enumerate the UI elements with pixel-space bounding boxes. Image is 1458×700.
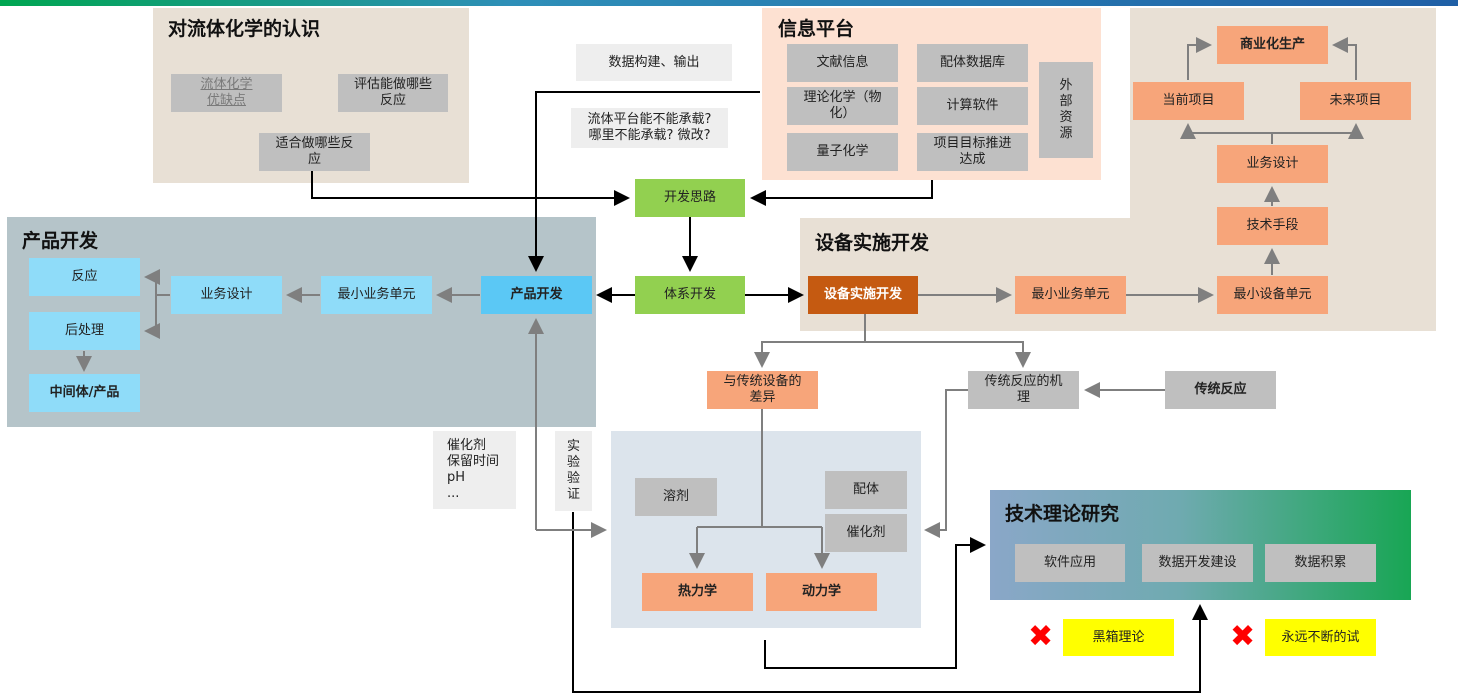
product-business-design-box: 业务设计 [171, 276, 282, 314]
product-min-business-unit-box: 最小业务单元 [321, 276, 432, 314]
software-app-box: 软件应用 [1015, 544, 1125, 582]
equipment-dev-title: 设备实施开发 [815, 232, 930, 254]
suitable-box: 适合做哪些反 应 [259, 133, 370, 171]
intermediate-product-box: 中间体/产品 [29, 374, 140, 412]
red-cross-icon: ✖ [1230, 619, 1256, 654]
min-equipment-unit-box: 最小设备单元 [1217, 276, 1328, 314]
calc-software-box: 计算软件 [917, 87, 1028, 125]
traditional-mechanism-box: 传统反应的机 理 [968, 371, 1079, 409]
black-box-theory-box: 黑箱理论 [1063, 619, 1174, 656]
post-process-box: 后处理 [29, 312, 140, 350]
top-stripe [0, 0, 1458, 6]
red-cross-icon: ✖ [1028, 619, 1054, 654]
tech-means-box: 技术手段 [1217, 207, 1328, 245]
reaction-box: 反应 [29, 258, 140, 296]
diff-traditional-box: 与传统设备的 差异 [707, 371, 818, 409]
equipment-min-business-unit-box: 最小业务单元 [1015, 276, 1126, 314]
project-goal-box: 项目目标推进 达成 [917, 133, 1028, 171]
kinetics-box: 动力学 [766, 573, 877, 611]
current-project-box: 当前项目 [1133, 82, 1244, 120]
catalyst-box: 催化剂 [825, 514, 907, 552]
thermodynamics-box: 热力学 [642, 573, 753, 611]
commercial-production-box: 商业化生产 [1217, 26, 1328, 64]
data-dev-box: 数据开发建设 [1142, 544, 1253, 582]
dev-idea-box: 开发思路 [635, 179, 745, 217]
literature-box: 文献信息 [787, 44, 898, 82]
tech-research-title: 技术理论研究 [1005, 503, 1120, 525]
data-accum-box: 数据积累 [1265, 544, 1376, 582]
system-dev-box: 体系开发 [635, 276, 745, 314]
ligand-box: 配体 [825, 471, 907, 509]
future-project-box: 未来项目 [1300, 82, 1411, 120]
external-resource-box: 外 部 资 源 [1039, 62, 1093, 158]
data-build-note: 数据构建、输出 [576, 44, 732, 81]
solvent-box: 溶剂 [635, 478, 717, 516]
equipment-dev-node: 设备实施开发 [808, 276, 918, 314]
info-platform-title: 信息平台 [778, 18, 855, 40]
params-note: 催化剂 保留时间 pH ... [433, 431, 516, 509]
product-dev-title: 产品开发 [22, 230, 99, 252]
theory-chem-box: 理论化学（物 化） [787, 87, 898, 125]
evaluate-box: 评估能做哪些 反应 [338, 74, 448, 112]
understanding-title: 对流体化学的认识 [168, 18, 321, 40]
experiment-verify-note: 实 验 验 证 [555, 431, 592, 511]
pros-cons-box: 流体化学 优缺点 [171, 74, 282, 112]
endless-trial-box: 永远不断的试 [1265, 619, 1376, 656]
ligand-db-box: 配体数据库 [917, 44, 1028, 82]
commercial-business-design-box: 业务设计 [1217, 145, 1328, 183]
traditional-reaction-box: 传统反应 [1165, 371, 1276, 409]
platform-question-note: 流体平台能不能承载? 哪里不能承载? 微改? [571, 108, 728, 148]
product-dev-node: 产品开发 [481, 276, 592, 314]
quantum-chem-box: 量子化学 [787, 133, 898, 171]
